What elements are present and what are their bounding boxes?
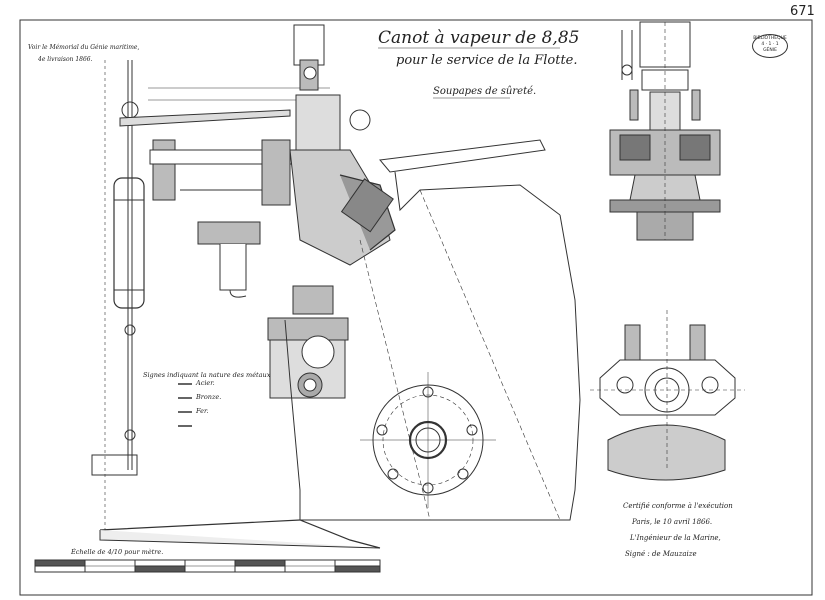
page-number: 671 bbox=[790, 4, 815, 19]
main-valve-body bbox=[261, 24, 396, 266]
vertical-rod-assembly bbox=[91, 60, 145, 540]
boiler-outline bbox=[284, 139, 581, 521]
right-plan-view bbox=[590, 310, 745, 481]
stamp-line: GÉNIE bbox=[763, 48, 777, 53]
base-line bbox=[99, 519, 381, 549]
certification-date: Paris, le 10 avril 1866. bbox=[632, 518, 713, 526]
legend-title: Signes indiquant la nature des métaux bbox=[143, 371, 271, 379]
library-stamp: BIBLIOTHÈQUE 4 · 1 · 1 GÉNIE bbox=[752, 34, 788, 58]
legend-item: Fer. bbox=[196, 407, 209, 415]
scale-label: Échelle de 4/10 pour mètre. bbox=[71, 548, 164, 556]
certification-engineer: L'Ingénieur de la Marine, bbox=[630, 534, 721, 542]
certification-line: Certifié conforme à l'exécution bbox=[623, 502, 733, 510]
reference-note: Voir le Mémorial du Génie maritime, bbox=[28, 44, 140, 51]
lower-valve-housing bbox=[267, 285, 349, 399]
right-valve-section bbox=[609, 21, 721, 241]
drawing-title: Canot à vapeur de 8,85 bbox=[378, 28, 580, 48]
stamp-line: BIBLIOTHÈQUE bbox=[753, 36, 787, 41]
reference-note-date: 4e livraison 1866. bbox=[38, 56, 93, 63]
sheet-border bbox=[19, 19, 813, 596]
stamp-line: 4 · 1 · 1 bbox=[761, 42, 779, 47]
drawing-subtitle: pour le service de la Flotte. bbox=[396, 53, 578, 68]
flange-plate bbox=[360, 372, 496, 508]
certification-signature: Signé : de Mauzaize bbox=[625, 550, 697, 558]
legend-item: Acier. bbox=[196, 379, 215, 387]
scale-bar bbox=[34, 559, 381, 573]
section-label: Soupapes de sûreté. bbox=[433, 86, 537, 97]
legend-swatches bbox=[178, 383, 192, 427]
legend-item: Bronze. bbox=[196, 393, 222, 401]
